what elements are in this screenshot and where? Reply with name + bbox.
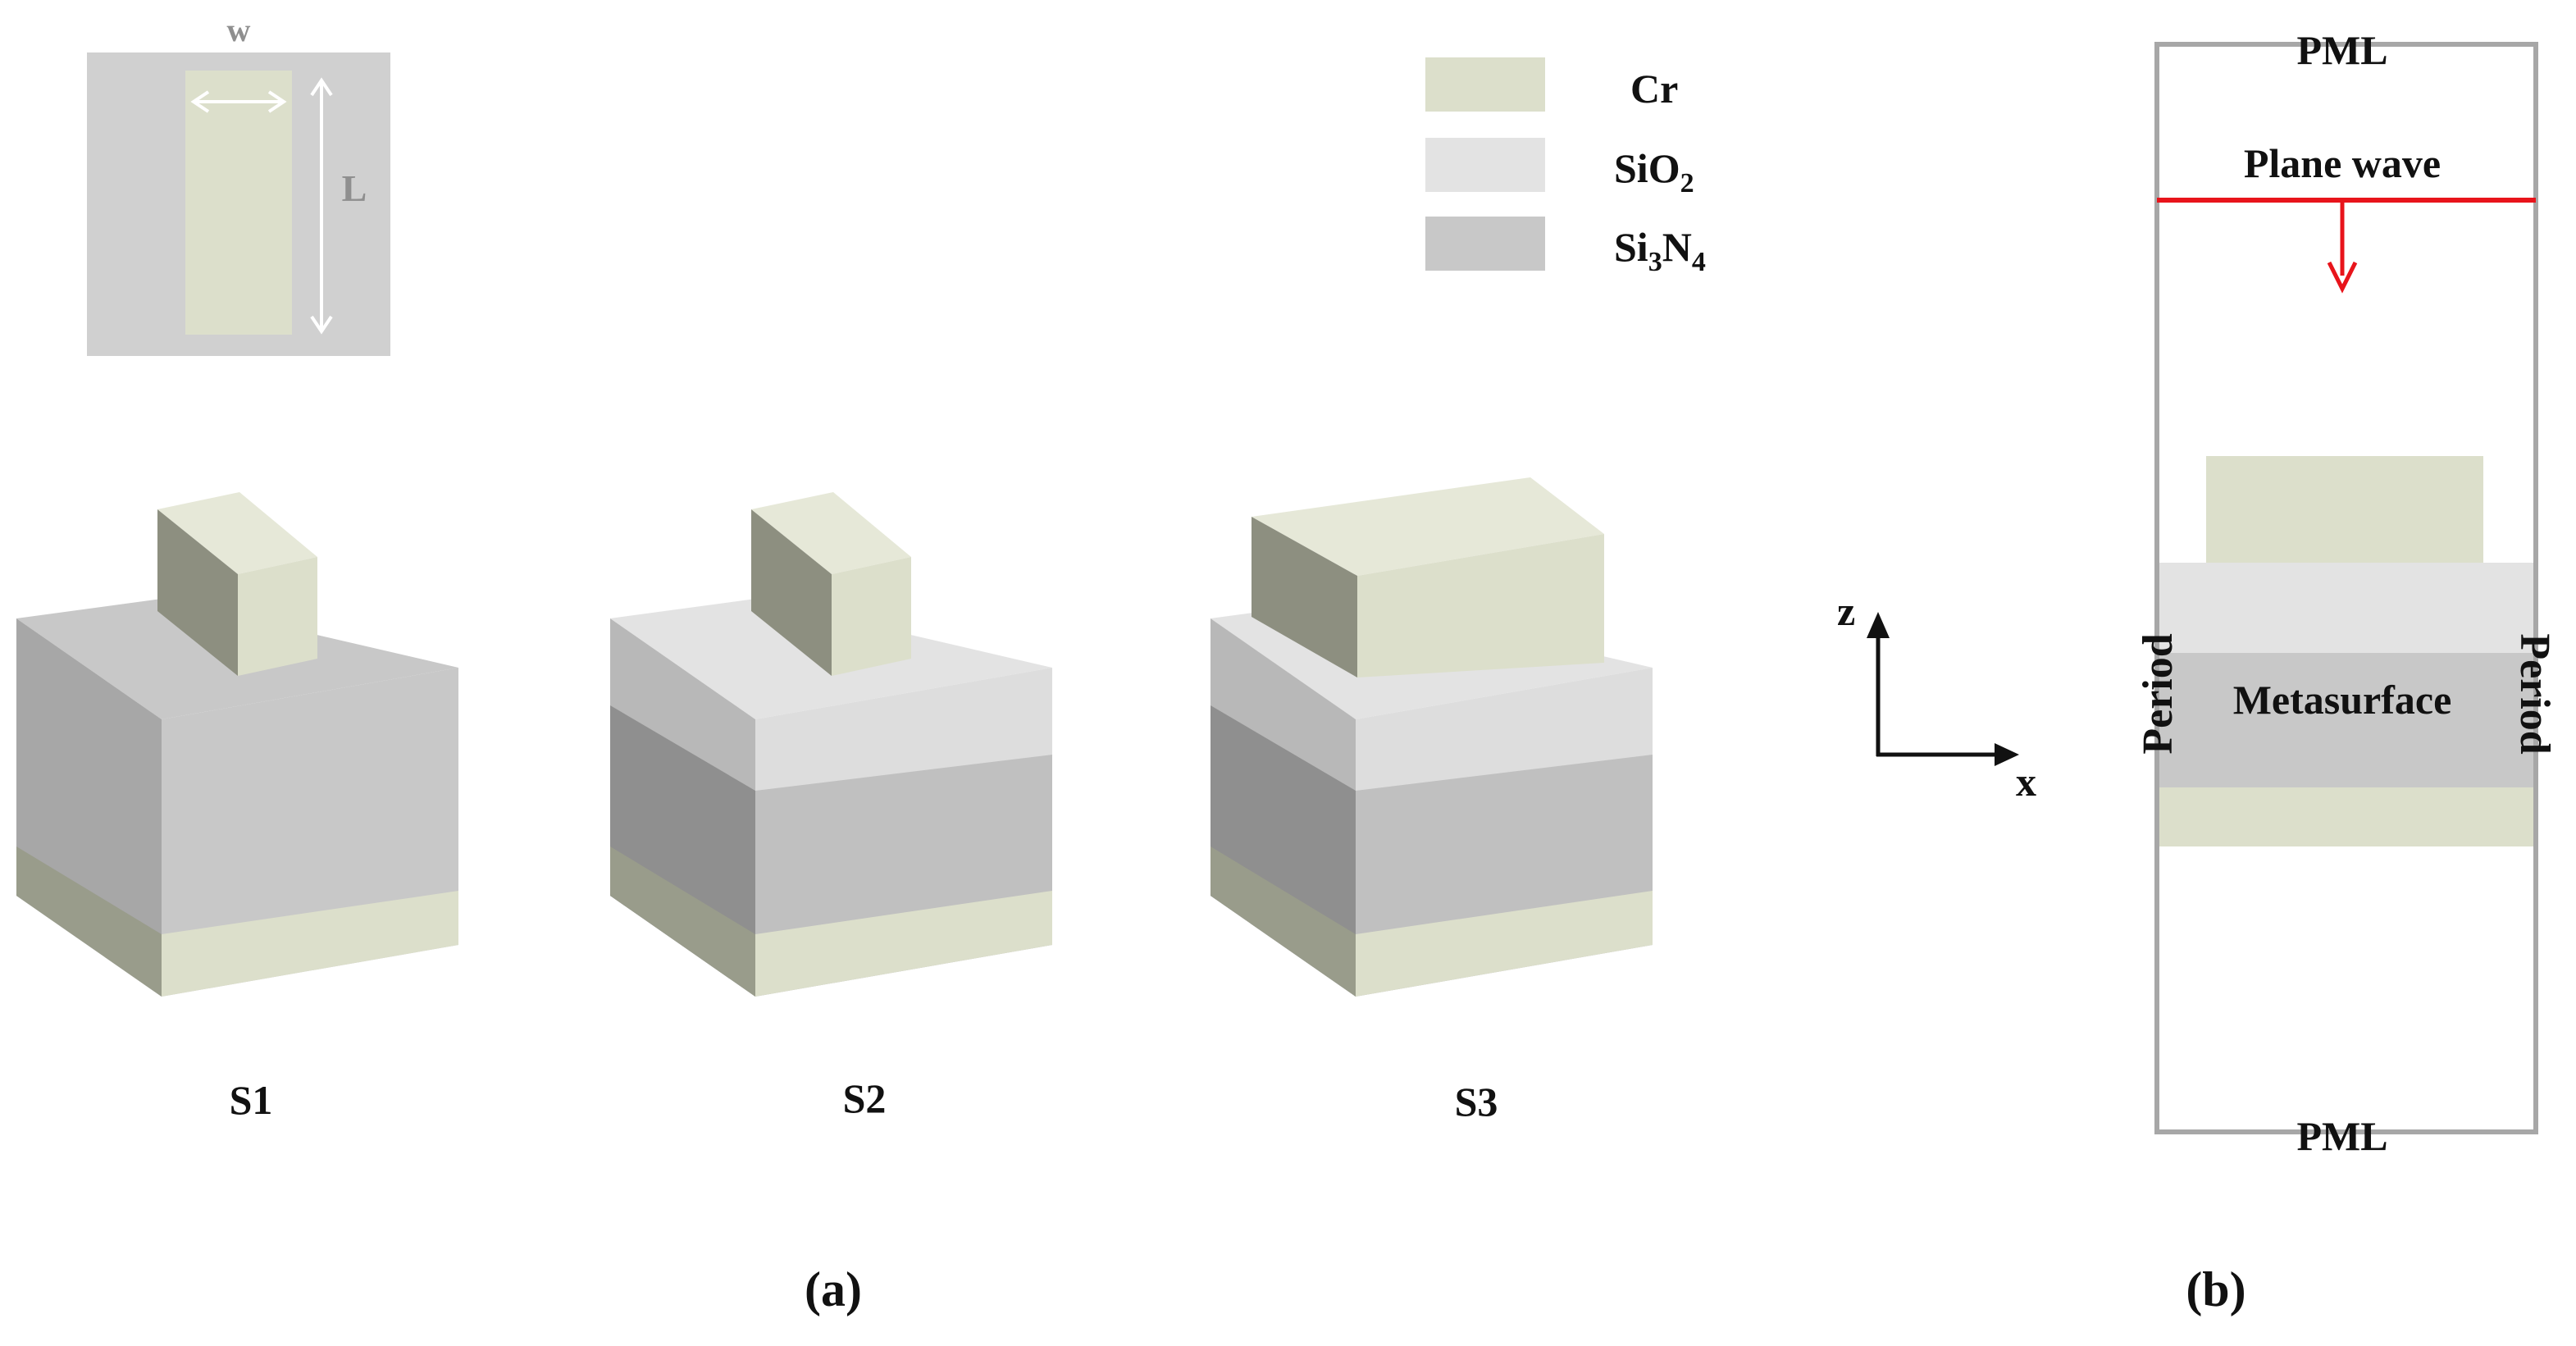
inset-cr-bar [185, 71, 292, 335]
s3-front-cr-layer [1356, 891, 1653, 997]
period-right-label: Period [2511, 633, 2558, 754]
s2-bar-front [832, 557, 911, 676]
material-legend: Cr SiO2 Si3N4 [1425, 57, 1706, 277]
length-label: L [342, 167, 367, 209]
s1-bar-top [157, 492, 317, 574]
x-axis-arrowhead [1995, 743, 2019, 766]
s2-left-cr-layer [610, 846, 755, 997]
z-axis-label: z [1837, 588, 1855, 634]
pml-bottom-label: PML [2296, 1113, 2387, 1159]
sim-cr-bottom-layer [2159, 787, 2533, 846]
z-axis-arrowhead [1867, 612, 1890, 638]
coordinate-axes: z x [1837, 588, 2036, 805]
width-label: w [227, 11, 251, 48]
panel-label-b: (b) [2186, 1262, 2245, 1316]
unit-cell-s1 [16, 492, 458, 997]
legend-label-si3n4: Si3N4 [1614, 224, 1706, 277]
period-left-label: Period [2135, 633, 2182, 754]
s1-left-cr-layer [16, 846, 162, 997]
s3-cr-slab-side [1252, 517, 1357, 678]
pml-top-label: PML [2296, 27, 2387, 73]
s3-cr-slab-front [1357, 534, 1604, 678]
structure-label-s3: S3 [1455, 1079, 1498, 1125]
length-arrow-head-top [310, 77, 333, 97]
legend-swatch-cr [1425, 57, 1545, 112]
sim-sio2-layer [2159, 563, 2533, 653]
top-view-inset: w L [87, 11, 390, 356]
legend-label-cr: Cr [1630, 66, 1678, 112]
unit-cell-s2 [610, 492, 1052, 997]
s3-cr-slab-top [1252, 477, 1604, 576]
s2-bar-top [751, 492, 911, 574]
legend-swatch-si3n4 [1425, 217, 1545, 271]
unit-cell-s3 [1210, 477, 1653, 997]
legend-label-sio2: SiO2 [1614, 145, 1694, 198]
s3-left-cr-layer [1210, 846, 1356, 997]
metasurface-label: Metasurface [2233, 677, 2452, 723]
sim-cr-layer [2206, 456, 2483, 563]
plane-wave-label: Plane wave [2244, 140, 2441, 186]
s1-bar-front [238, 557, 317, 676]
legend-swatch-sio2 [1425, 138, 1545, 192]
panel-label-a: (a) [805, 1262, 862, 1316]
structure-label-s1: S1 [230, 1077, 273, 1123]
width-arrow-head-right [267, 90, 287, 113]
plane-wave-arrowhead [2327, 261, 2358, 294]
s2-bar-side [751, 509, 832, 676]
x-axis-label: x [2016, 759, 2036, 805]
sim-si3n4-layer [2159, 653, 2533, 787]
s1-front-cr-layer [162, 891, 458, 997]
s1-bar-side [157, 509, 238, 676]
length-arrow-head-bottom [310, 315, 333, 335]
simulation-boundary [2154, 42, 2538, 1134]
structure-label-s2: S2 [843, 1075, 887, 1121]
width-arrow-head-left [190, 90, 210, 113]
simulation-domain: PML Plane wave Metasurface PML Period Pe… [2135, 27, 2558, 1159]
s2-front-cr-layer [755, 891, 1052, 997]
